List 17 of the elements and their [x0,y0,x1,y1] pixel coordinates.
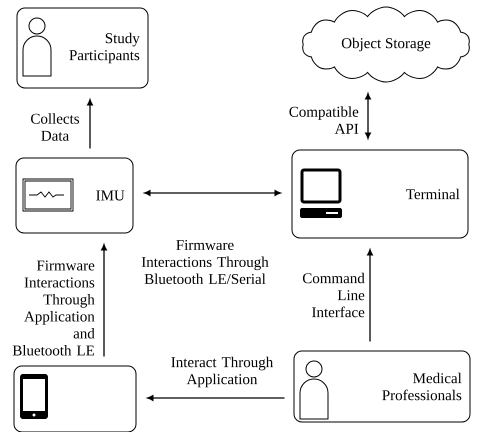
process-box: Study Participants [16,8,148,88]
process-box: Terminal [292,150,468,238]
edge-label: Firmware Interactions Through Bluetooth LE/Serial [142,240,269,284]
edge-label: Firmware Interactions Through Application and Bluetooth LE [12,260,95,356]
arrow [87,99,93,148]
arrow [367,249,373,342]
process-box: IMU [16,158,134,234]
arrow [144,190,281,196]
edge-label: Compatible API [289,106,358,134]
edge-label: Command Line Interface [302,272,365,318]
device-box [14,366,136,432]
arrow [147,395,284,401]
arrow [101,244,107,356]
edge-label: Collects Data [31,113,80,141]
arrow [365,93,371,139]
edge-label: Interact Through Application [171,356,274,388]
process-box: Medical Professionals [294,350,470,422]
